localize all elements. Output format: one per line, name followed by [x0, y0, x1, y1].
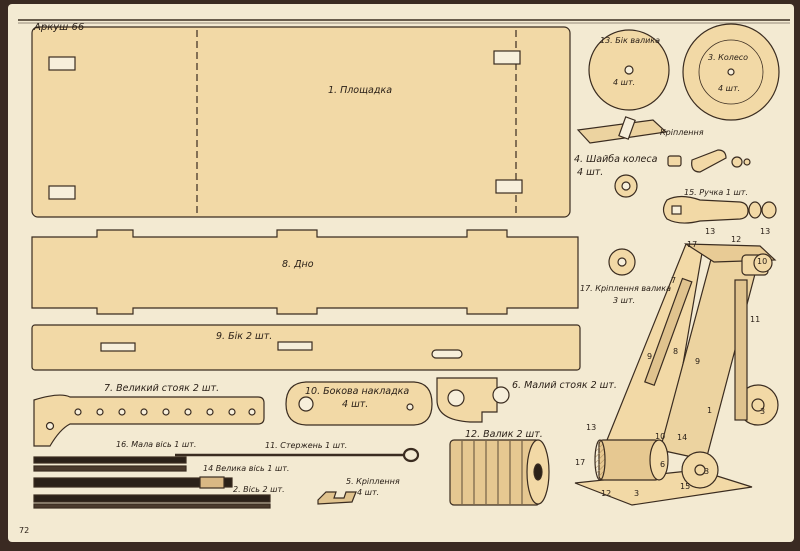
label-part-15: 15. Ручка 1 шт.: [684, 188, 748, 197]
asm-num: 12: [731, 235, 742, 244]
asm-num: 12: [601, 489, 612, 498]
asm-num: 6: [660, 460, 666, 469]
label-part-5: 5. Кріплення: [346, 477, 400, 486]
label-part-16: 16. Мала вісь 1 шт.: [116, 440, 197, 449]
sheet-title: Аркуш 66: [34, 22, 85, 33]
slot: [493, 50, 521, 65]
label-part-5-qty: 4 шт.: [357, 488, 380, 497]
asm-num: 1: [707, 406, 713, 415]
label-part-14: 14 Велика вісь 1 шт.: [203, 464, 290, 473]
asm-num: 17: [687, 240, 698, 249]
slot: [495, 179, 523, 194]
asm-num: 9: [647, 352, 653, 361]
asm-num: 13: [705, 227, 716, 236]
part-8-bottom: [31, 229, 579, 315]
asm-num: 9: [695, 357, 701, 366]
part-5-fastening: [317, 491, 357, 505]
part-15-handle: [662, 195, 749, 224]
label-part-8: 8. Дно: [282, 259, 314, 270]
crank-piece: [691, 149, 727, 173]
label-part-17: 17. Кріплення валика: [580, 284, 671, 293]
asm-num: 13: [760, 227, 771, 236]
label-part-3-qty: 4 шт.: [718, 84, 741, 93]
label-part-6: 6. Малий стояк 2 шт.: [512, 380, 617, 391]
label-part-11: 11. Стержень 1 шт.: [265, 441, 348, 450]
asm-num: 3: [760, 407, 766, 416]
label-part-1: 1. Площадка: [328, 85, 393, 96]
assembly-drawing: [574, 243, 779, 506]
slot: [100, 342, 136, 352]
label-part-4-qty: 4 шт.: [577, 167, 604, 178]
label-part-10-qty: 4 шт.: [342, 399, 369, 410]
asm-num: 14: [677, 433, 688, 442]
part-16-small-axle: [33, 456, 187, 464]
asm-num: 17: [575, 458, 586, 467]
asm-num: 10: [655, 432, 666, 441]
label-part-2: 2. Вісь 2 шт.: [233, 485, 285, 494]
part-7-large-post: [33, 394, 265, 447]
part-14-large-axle: [33, 477, 233, 488]
asm-num: 11: [750, 315, 761, 324]
asm-num: 13: [586, 423, 597, 432]
label-part-13-qty: 4 шт.: [613, 78, 636, 87]
slot: [431, 349, 463, 359]
label-part-12: 12. Валик 2 шт.: [465, 429, 543, 440]
part-1-platform: [31, 26, 571, 218]
part-10-side-overlay: [285, 381, 433, 426]
slot: [48, 185, 76, 200]
asm-num: 3: [704, 467, 710, 476]
label-part-4: 4. Шайба колеса: [574, 154, 658, 165]
label-fastening: Кріплення: [660, 128, 704, 137]
page-number: 72: [19, 526, 30, 535]
part-6-small-post: [436, 377, 498, 423]
label-part-13: 13. Бік валика: [600, 36, 661, 45]
label-part-7: 7. Великий стояк 2 шт.: [104, 383, 220, 394]
slot: [277, 341, 313, 351]
asm-num: 7: [671, 276, 677, 285]
asm-num: 15: [680, 482, 691, 491]
asm-num: 10: [757, 257, 768, 266]
crank-piece: [667, 155, 682, 167]
label-part-17-qty: 3 шт.: [613, 296, 636, 305]
asm-num: 3: [634, 489, 640, 498]
label-part-3: 3. Колесо: [708, 53, 749, 62]
label-part-10: 10. Бокова накладка: [305, 386, 410, 397]
part-2-axle: [33, 494, 271, 503]
slot: [48, 56, 76, 71]
asm-num: 8: [673, 347, 679, 356]
label-part-9: 9. Бік 2 шт.: [216, 331, 273, 342]
